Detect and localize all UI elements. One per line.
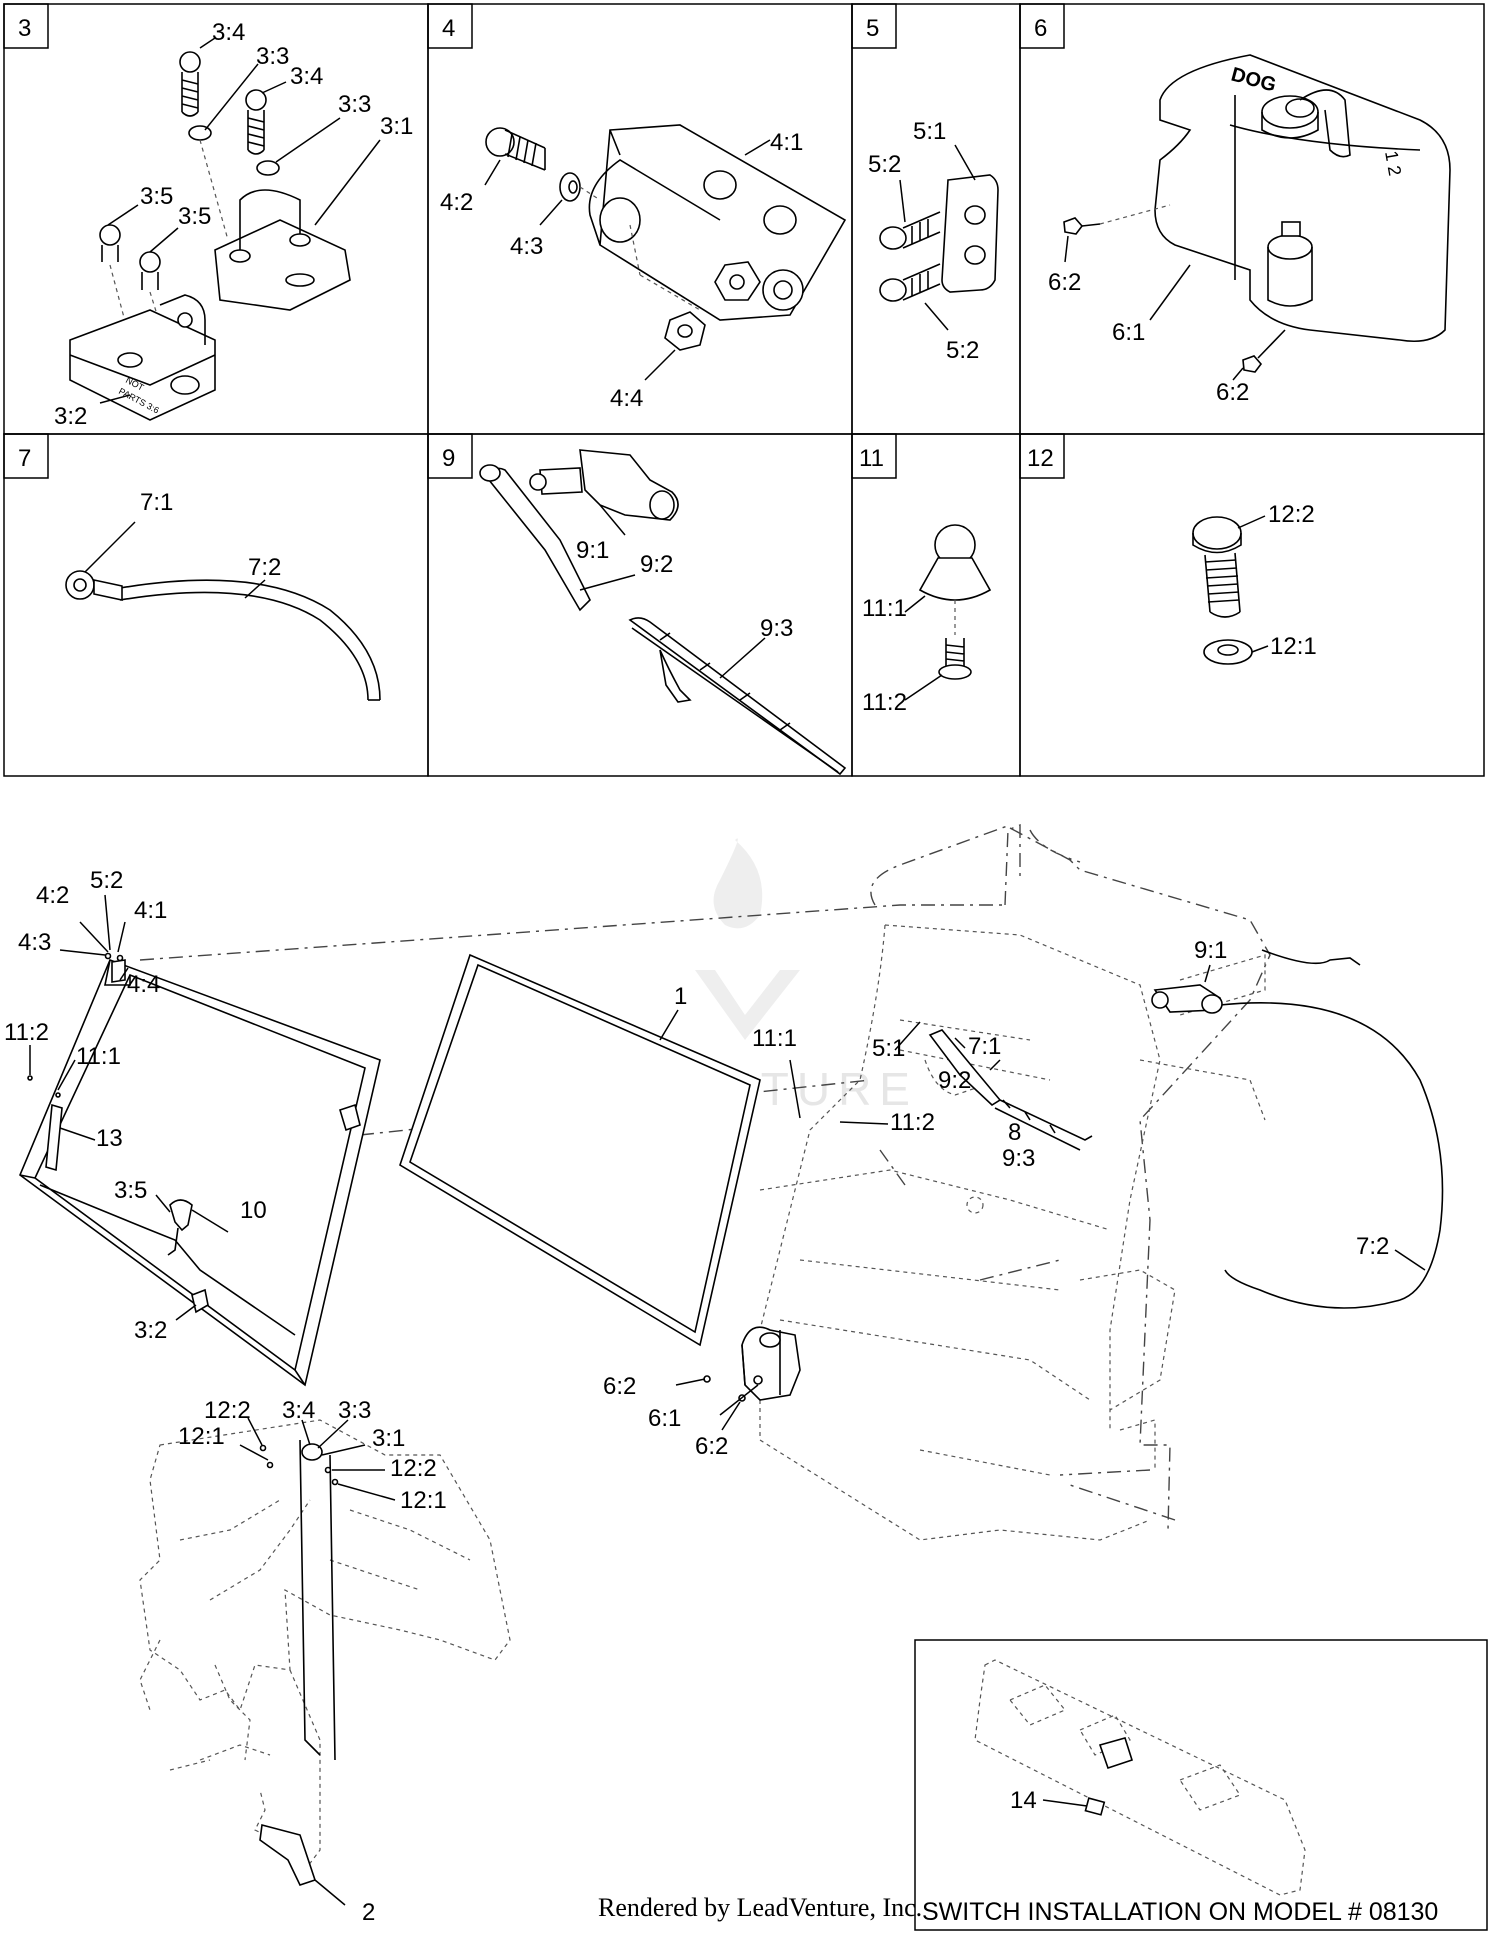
label-11-2: 11:2	[862, 689, 907, 716]
main-label-cab-8: 8	[1008, 1119, 1021, 1146]
box-12-number: 12	[1027, 445, 1054, 472]
box-11-grommet-drawing: 11:1 11:2	[862, 524, 992, 716]
box-7-number: 7	[18, 445, 31, 472]
label-3-3-a: 3:3	[256, 43, 289, 70]
main-label-cab-9-3: 9:3	[1002, 1145, 1035, 1172]
box-9-tag	[427, 433, 473, 479]
label-4-2: 4:2	[440, 189, 473, 216]
label-4-1: 4:1	[770, 129, 803, 156]
label-12-2: 12:2	[1268, 501, 1315, 528]
switch-inset-frame	[914, 1639, 1488, 1931]
main-label-door-4-1: 4:1	[134, 897, 167, 924]
box-3-number: 3	[18, 15, 31, 42]
main-label-dash-3-1: 3:1	[372, 1425, 405, 1452]
main-label-dash-2: 2	[362, 1899, 375, 1926]
rendered-by-credit: Rendered by LeadVenture, Inc.	[598, 1893, 922, 1922]
switch-caption: SWITCH INSTALLATION ON MODEL # 08130	[922, 1898, 1438, 1926]
box-11-number: 11	[859, 445, 884, 472]
box-5-plate-drawing: 5:1 5:2 5:2	[868, 118, 999, 364]
box-9-wiper-drawing: 9:1 9:2 9:3	[479, 449, 847, 776]
box-7-tag	[3, 433, 49, 479]
main-label-door-10: 10	[240, 1197, 267, 1224]
box-11-tag	[851, 433, 897, 479]
box-5-tag	[851, 3, 897, 49]
switch-inset: 14 SWITCH INSTALLATION ON MODEL # 08130	[914, 1639, 1488, 1931]
label-3-5-a: 3:5	[140, 183, 173, 210]
label-6-2-a: 6:2	[1048, 269, 1081, 296]
main-label-cab-7-2: 7:2	[1356, 1233, 1389, 1260]
main-label-door-11-2: 11:2	[4, 1019, 49, 1046]
main-label-tank-6-2-b: 6:2	[695, 1433, 728, 1460]
box-12-bolt-drawing: 12:2 12:1	[1192, 501, 1317, 665]
box-7-frame	[3, 433, 429, 777]
label-3-4-a: 3:4	[212, 19, 245, 46]
main-label-tank-6-2-a: 6:2	[603, 1373, 636, 1400]
main-label-dash-3-3: 3:3	[338, 1397, 371, 1424]
main-label-cab-9-2: 9:2	[938, 1067, 971, 1094]
main-label-dash-12-2-a: 12:2	[204, 1397, 251, 1424]
main-label-door-4-3: 4:3	[18, 929, 51, 956]
box-6-number: 6	[1034, 15, 1047, 42]
tank-embossed-number: 1 2	[1381, 149, 1405, 177]
label-5-2-a: 5:2	[868, 151, 901, 178]
box-6-tank-drawing: DOG 1 2 6:2 6:1 6:2	[1048, 54, 1451, 406]
label-3-1: 3:1	[380, 113, 413, 140]
label-7-2: 7:2	[248, 554, 281, 581]
main-label-door-4-4: 4:4	[127, 971, 160, 998]
label-3-3-b: 3:3	[338, 91, 371, 118]
label-4-4: 4:4	[610, 385, 643, 412]
label-3-5-b: 3:5	[178, 203, 211, 230]
main-assembly-drawing: 4:2 5:2 4:1 4:3 4:4 11:2 11:1 13 3:5 10 …	[4, 823, 1444, 1926]
label-9-1: 9:1	[576, 537, 609, 564]
label-6-1: 6:1	[1112, 319, 1145, 346]
label-12-1: 12:1	[1270, 633, 1317, 660]
main-label-dash-12-2-b: 12:2	[390, 1455, 437, 1482]
box-12-frame	[1019, 433, 1485, 777]
label-9-2: 9:2	[640, 551, 673, 578]
main-label-dash-12-1-a: 12:1	[178, 1423, 225, 1450]
box-4-hinge-drawing: 4:1 4:2 4:3 4:4	[440, 124, 847, 412]
label-11-1: 11:1	[862, 595, 907, 622]
main-label-cab-7-1: 7:1	[968, 1033, 1001, 1060]
box-4-tag	[427, 3, 473, 49]
box-5-number: 5	[866, 15, 879, 42]
main-label-glass-1: 1	[674, 983, 687, 1010]
label-6-2-b: 6:2	[1216, 379, 1249, 406]
box-3-latch-drawing: NOT PARTS 3:6 3:4 3:3 3:4 3:3 3:1 3:5 3:…	[54, 19, 413, 430]
box-7-hose-drawing: 7:1 7:2	[65, 489, 381, 701]
label-4-3: 4:3	[510, 233, 543, 260]
label-7-1: 7:1	[140, 489, 173, 516]
main-label-cab-11-2: 11:2	[890, 1109, 935, 1136]
main-label-dash-12-1-b: 12:1	[400, 1487, 447, 1514]
main-label-door-13: 13	[96, 1125, 123, 1152]
label-5-1: 5:1	[913, 118, 946, 145]
box-12-tag	[1019, 433, 1065, 479]
main-label-wiper-9-1: 9:1	[1194, 937, 1227, 964]
main-label-door-3-2: 3:2	[134, 1317, 167, 1344]
main-label-door-4-2: 4:2	[36, 882, 69, 909]
box-9-number: 9	[442, 445, 455, 472]
box-3-tag	[3, 3, 49, 49]
main-label-cab-5-1: 5:1	[872, 1035, 905, 1062]
main-label-dash-3-4: 3:4	[282, 1397, 315, 1424]
main-label-door-11-1: 11:1	[76, 1043, 121, 1070]
main-label-door-5-2: 5:2	[90, 867, 123, 894]
label-3-4-b: 3:4	[290, 63, 323, 90]
box-4-number: 4	[442, 15, 455, 42]
main-label-cab-11-1: 11:1	[752, 1025, 797, 1052]
box-3-frame	[3, 3, 429, 435]
label-5-2-b: 5:2	[946, 337, 979, 364]
label-9-3: 9:3	[760, 615, 793, 642]
box-6-tag	[1019, 3, 1065, 49]
main-label-tank-6-1: 6:1	[648, 1405, 681, 1432]
switch-label-14: 14	[1010, 1787, 1037, 1814]
detail-grid: 3 4 5 6 7 9 11 12	[3, 3, 1485, 777]
label-3-2: 3:2	[54, 403, 87, 430]
main-label-door-3-5: 3:5	[114, 1177, 147, 1204]
